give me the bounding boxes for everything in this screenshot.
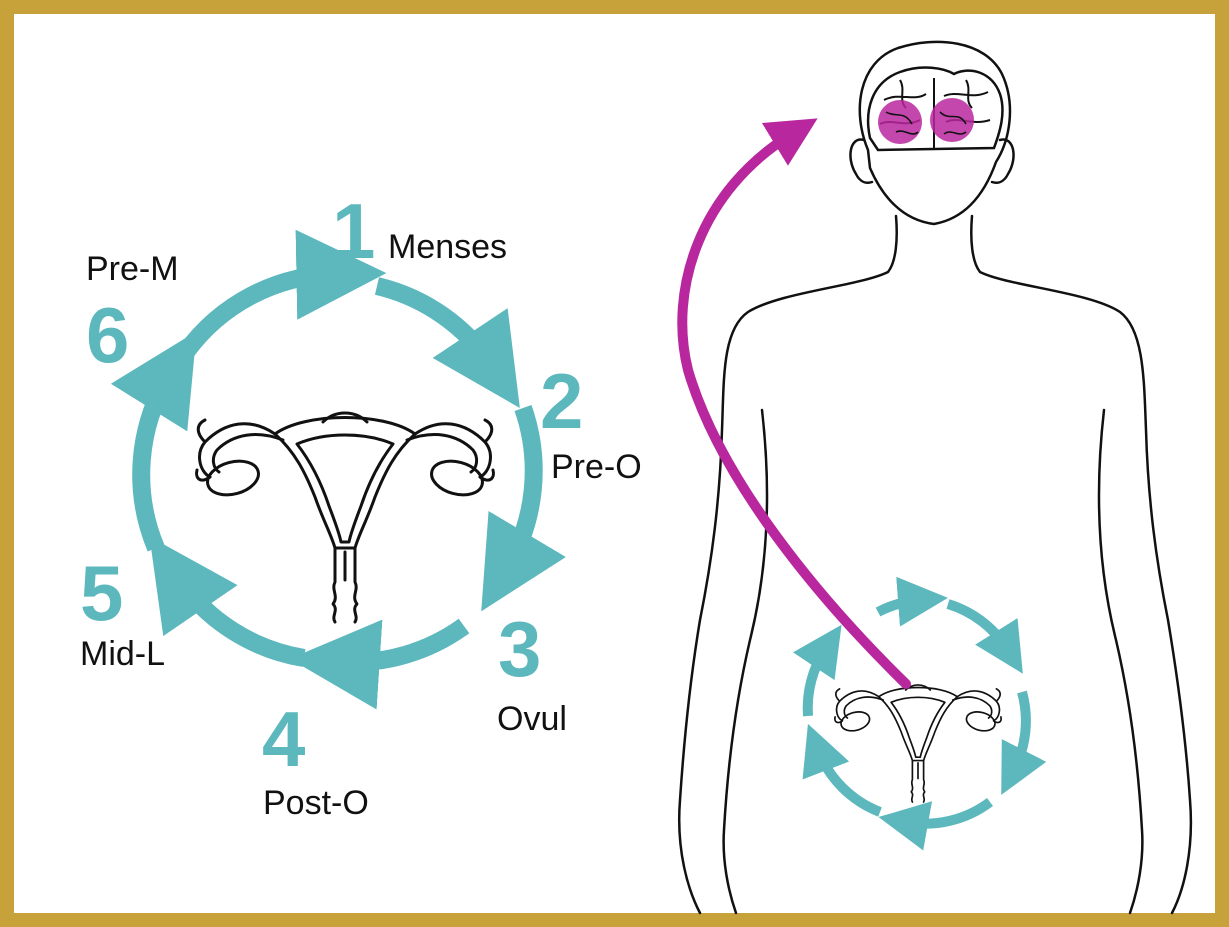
- cycle-arrow-2-to-3: [507, 408, 534, 568]
- small-uterus-icon: [835, 685, 1001, 802]
- uterus-icon: [197, 413, 494, 622]
- brain-icon: [868, 68, 1002, 150]
- cycle-arrow-4-to-5: [178, 578, 304, 658]
- curved-arrow-icon: [682, 134, 906, 684]
- phase-label-5: Mid-L: [80, 635, 165, 673]
- phase-label-2: Pre-O: [551, 448, 642, 486]
- cycle-arrow-5-to-6: [141, 374, 170, 548]
- phase-label-6: Pre-M: [86, 250, 179, 288]
- phase-label-3: Ovul: [497, 700, 567, 738]
- phase-number-4: 4: [262, 695, 305, 783]
- phase-number-2: 2: [540, 357, 583, 445]
- cycle-arrow-1-to-2: [377, 286, 492, 366]
- cycle-arrow-6-to-1: [186, 274, 336, 352]
- phase-label-4: Post-O: [263, 784, 369, 822]
- small-cycle-arrows-icon: [808, 600, 1026, 824]
- phase-label-1: Menses: [388, 228, 507, 266]
- phase-number-5: 5: [80, 549, 123, 637]
- phase-number-6: 6: [86, 291, 129, 379]
- cycle-arrow-3-to-4: [340, 626, 464, 662]
- phase-number-3: 3: [498, 605, 541, 693]
- phase-number-1: 1: [332, 187, 375, 275]
- human-body-outline-icon: [679, 42, 1191, 913]
